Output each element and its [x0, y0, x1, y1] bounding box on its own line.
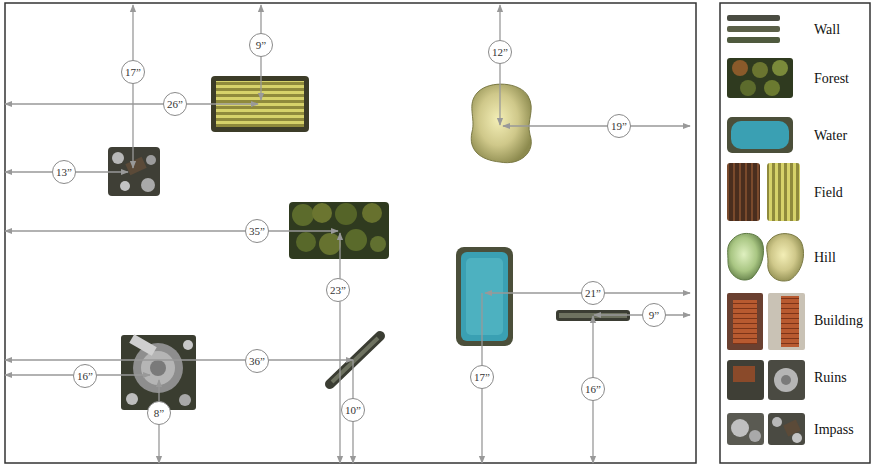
callout-circle: 16” — [73, 364, 97, 388]
callout-number: 8” — [154, 407, 164, 419]
callout-number: 13” — [56, 166, 72, 178]
legend-label: Water — [814, 128, 847, 144]
callout-number: 16” — [77, 370, 93, 382]
callout-number: 16” — [585, 383, 601, 395]
legend-label: Building — [814, 313, 863, 329]
callout-circle: 36” — [245, 349, 269, 373]
callout-circle: 8” — [147, 401, 171, 425]
callout-number: 9” — [256, 39, 266, 51]
callout-circle: 16” — [581, 377, 605, 401]
callout-number: 26” — [167, 98, 183, 110]
legend-label: Field — [814, 185, 843, 201]
callout-number: 23” — [330, 284, 346, 296]
callout-circle: 35” — [245, 219, 269, 243]
callout-circle: 26” — [163, 92, 187, 116]
callout-circle: 21” — [581, 281, 605, 305]
callout-circle: 9” — [642, 303, 666, 327]
callout-number: 21” — [585, 287, 601, 299]
callout-circle: 9” — [249, 33, 273, 57]
legend-label: Forest — [814, 71, 849, 87]
callout-circle: 10” — [341, 398, 365, 422]
callout-number: 12” — [492, 46, 508, 58]
callout-circle: 23” — [326, 278, 350, 302]
callout-circle: 13” — [52, 160, 76, 184]
legend-label: Ruins — [814, 370, 847, 386]
callout-circle: 19” — [607, 114, 631, 138]
callout-number: 35” — [249, 225, 265, 237]
legend-label: Wall — [814, 22, 840, 38]
callout-number: 19” — [611, 120, 627, 132]
callout-number: 10” — [345, 404, 361, 416]
callout-circle: 17” — [470, 365, 494, 389]
callout-circle: 17” — [121, 60, 145, 84]
callout-number: 36” — [249, 355, 265, 367]
callout-circle: 12” — [488, 40, 512, 64]
callout-number: 9” — [649, 309, 659, 321]
callout-number: 17” — [125, 66, 141, 78]
legend-label: Impass — [814, 422, 854, 438]
callout-number: 17” — [474, 371, 490, 383]
legend-label: Hill — [814, 250, 836, 266]
